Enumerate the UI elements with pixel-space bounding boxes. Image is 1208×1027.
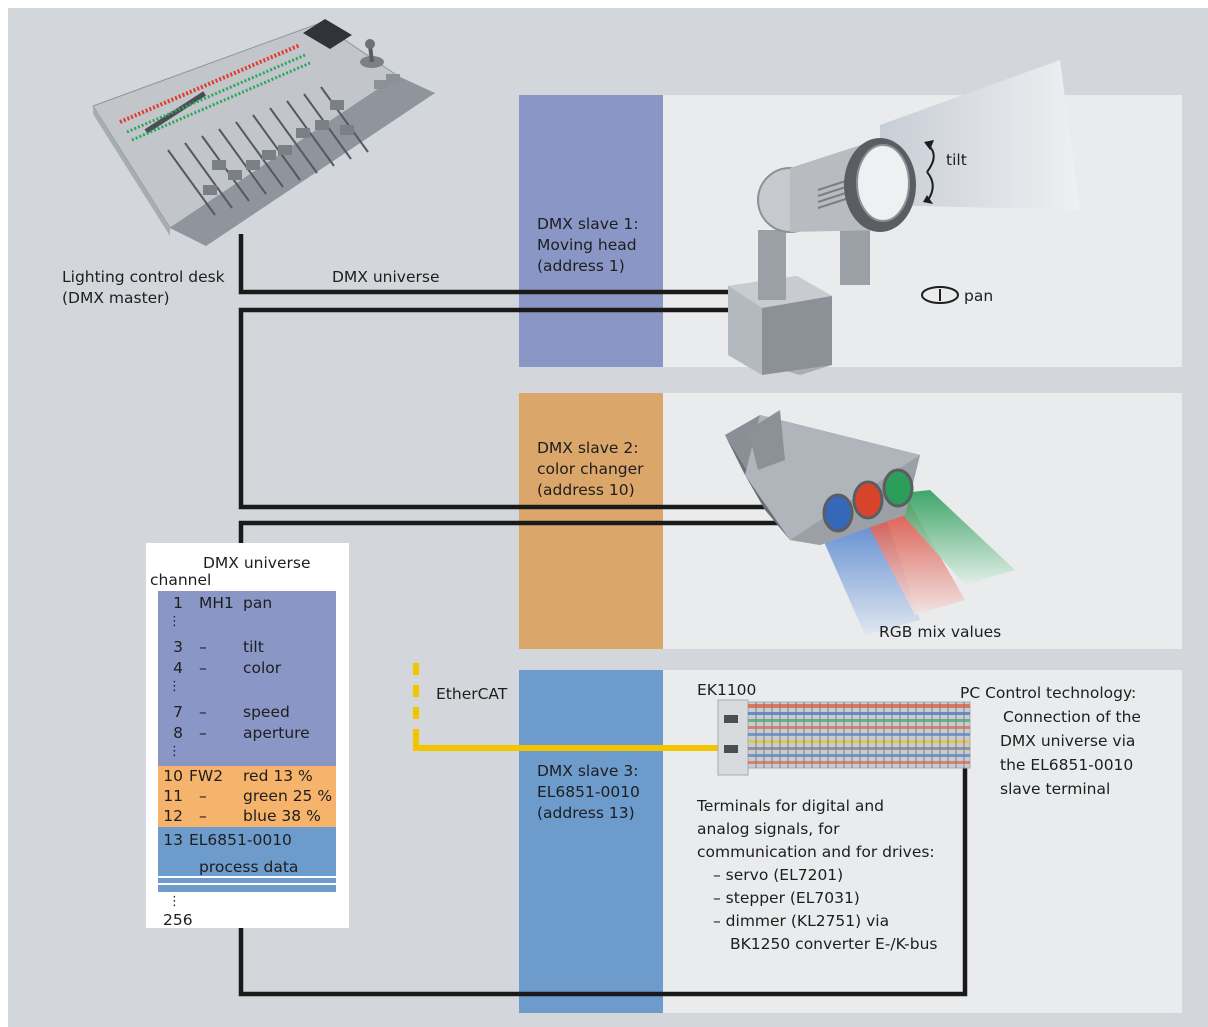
universe-slave1-block xyxy=(158,591,336,766)
desk-label-line1: Lighting control desk xyxy=(62,268,225,286)
pan-label: pan xyxy=(964,287,994,305)
universe-table-title: DMX universe xyxy=(203,554,311,572)
row-device: – xyxy=(199,703,207,721)
terminals-item: – servo (EL7201) xyxy=(713,866,844,884)
slave3-label-line1: DMX slave 3: xyxy=(537,762,639,780)
pc-control-line3: DMX universe via xyxy=(1000,732,1136,750)
table-row: 8 – aperture xyxy=(163,723,310,743)
row-parameter: color xyxy=(243,659,282,677)
row-channel: 7 xyxy=(173,703,183,721)
table-row: 7 – speed xyxy=(163,702,290,722)
ethercat-cable xyxy=(413,663,730,751)
ellipsis: ⋮ xyxy=(168,894,181,909)
ellipsis: ⋮ xyxy=(168,614,181,629)
row-device: EL6851-0010 xyxy=(189,831,292,849)
row-parameter: blue 38 % xyxy=(243,807,321,825)
row-parameter: aperture xyxy=(243,724,310,742)
pc-control-line2: Connection of the xyxy=(1003,708,1141,726)
row-parameter: pan xyxy=(243,594,273,612)
pc-control-line4: the EL6851-0010 xyxy=(1000,756,1134,774)
row-device: – xyxy=(199,807,207,825)
row-channel: 10 xyxy=(163,767,183,785)
row-channel: 3 xyxy=(173,638,183,656)
row-parameter: process data xyxy=(199,858,299,876)
row-parameter: tilt xyxy=(243,638,264,656)
slave2-label-line2: color changer xyxy=(537,460,644,478)
ellipsis: ⋮ xyxy=(168,744,181,759)
terminals-item: – dimmer (KL2751) via xyxy=(713,912,890,930)
ellipsis: ⋮ xyxy=(168,679,181,694)
terminals-item: BK1250 converter E-/K-bus xyxy=(730,935,938,953)
pc-control-line5: slave terminal xyxy=(1000,780,1111,798)
row-channel: 12 xyxy=(163,807,183,825)
slave3-column xyxy=(519,670,663,1013)
table-row: 13 EL6851-0010 process data xyxy=(163,830,298,876)
row-device: – xyxy=(199,724,207,742)
slave2-label-line1: DMX slave 2: xyxy=(537,439,639,457)
terminals-line1: Terminals for digital and xyxy=(697,797,885,815)
lighting-desk-icon xyxy=(92,19,435,246)
row-channel: 4 xyxy=(173,659,183,677)
row-channel: 11 xyxy=(163,787,183,805)
table-row: 10 FW2 red 13 % xyxy=(163,766,312,786)
rgb-mix-label: RGB mix values xyxy=(879,623,1002,641)
dmx-cable xyxy=(238,234,968,997)
slave1-label-line1: DMX slave 1: xyxy=(537,215,639,233)
moving-head-icon xyxy=(728,60,1080,375)
pc-control-line1: PC Control technology: xyxy=(960,684,1137,702)
row-parameter: speed xyxy=(243,703,290,721)
row-channel: 8 xyxy=(173,724,183,742)
table-row: 3 – tilt xyxy=(163,637,264,657)
row-device: – xyxy=(199,659,207,677)
terminals-line3: communication and for drives: xyxy=(697,843,935,861)
universe-table-subtitle: channel xyxy=(150,571,212,589)
color-changer-icon xyxy=(725,410,1015,635)
slave1-label-line2: Moving head xyxy=(537,236,637,254)
ek1100-terminal-block-icon xyxy=(717,699,971,776)
slave1-label-line3: (address 1) xyxy=(537,257,625,275)
universe-slave3-block xyxy=(158,827,336,892)
row-device: – xyxy=(199,787,207,805)
row-device: – xyxy=(199,638,207,656)
table-row: 12 – blue 38 % xyxy=(163,806,321,826)
universe-label: DMX universe xyxy=(332,268,440,286)
desk-label-line2: (DMX master) xyxy=(62,289,170,307)
slave3-label-line3: (address 13) xyxy=(537,804,635,822)
table-row: 1 MH1 pan xyxy=(163,593,272,613)
slave2-label-line3: (address 10) xyxy=(537,481,635,499)
terminals-item: – stepper (EL7031) xyxy=(713,889,860,907)
universe-last-channel: 256 xyxy=(163,911,193,929)
ethercat-label: EtherCAT xyxy=(436,685,508,703)
table-row: 11 – green 25 % xyxy=(163,786,332,806)
row-device: MH1 xyxy=(199,594,234,612)
slave1-column xyxy=(519,95,663,367)
row-parameter: red 13 % xyxy=(243,767,313,785)
universe-slave2-block xyxy=(158,766,336,827)
slave3-label-line2: EL6851-0010 xyxy=(537,783,640,801)
row-channel: 1 xyxy=(173,594,183,612)
tilt-label: tilt xyxy=(946,151,967,169)
terminals-line2: analog signals, for xyxy=(697,820,840,838)
ek1100-label: EK1100 xyxy=(697,681,757,699)
row-channel: 13 xyxy=(163,831,183,849)
table-row: 4 – color xyxy=(163,658,281,678)
row-device: FW2 xyxy=(189,767,224,785)
row-parameter: green 25 % xyxy=(243,787,333,805)
